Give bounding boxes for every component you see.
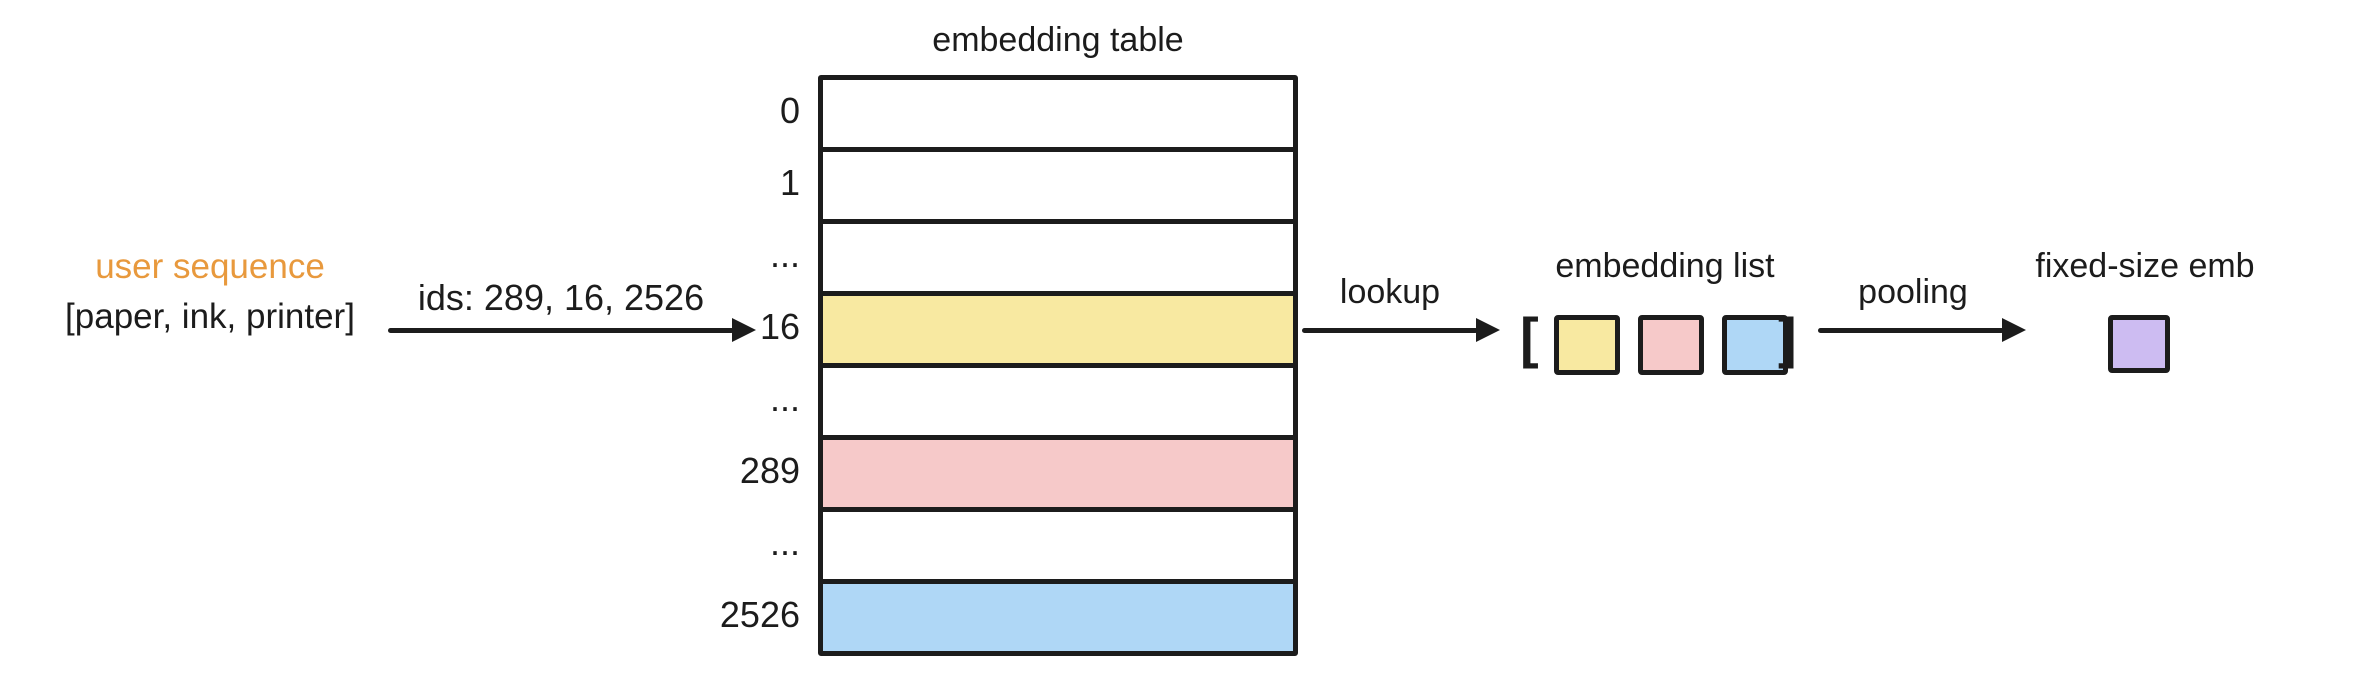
embedding-table-row-labels: 0 1... 16... 289... 2526: [580, 75, 800, 651]
row-label-16: 16: [759, 306, 800, 347]
row-label-289: 289: [739, 450, 800, 491]
embedding-table-row-1: [823, 152, 1293, 224]
lookup-arrowhead-icon: [1476, 318, 1500, 342]
ids-arrow-line: [388, 328, 734, 333]
row-label-1: 1: [779, 162, 800, 203]
user-sequence-items: [paper, ink, printer]: [65, 297, 355, 336]
embedding-box-289: [1638, 315, 1704, 375]
row-label-...: ...: [769, 522, 800, 563]
embedding-table-row-...: [823, 224, 1293, 296]
embedding-list-boxes: [1554, 315, 1788, 375]
row-label-...: ...: [769, 234, 800, 275]
embedding-table-row-...: [823, 512, 1293, 584]
lookup-arrow-line: [1302, 328, 1478, 333]
lookup-arrow-label: lookup: [1339, 273, 1441, 311]
embedding-table: [818, 75, 1298, 656]
pooling-arrow-line: [1818, 328, 2004, 333]
embedding-box-2526: [1722, 315, 1788, 375]
embedding-list-close-bracket: ]: [1778, 306, 1797, 369]
embedding-box-16: [1554, 315, 1620, 375]
row-label-0: 0: [779, 90, 800, 131]
embedding-table-row-...: [823, 368, 1293, 440]
pooling-arrowhead-icon: [2002, 318, 2026, 342]
row-label-...: ...: [769, 378, 800, 419]
fixed-size-emb-box: [2108, 315, 2170, 373]
ids-arrow-label: ids: 289, 16, 2526: [417, 277, 705, 318]
embedding-table-row-0: [823, 80, 1293, 152]
row-label-2526: 2526: [719, 594, 800, 635]
embedding-table-row-2526: [823, 584, 1293, 651]
user-sequence-title: user sequence: [95, 247, 325, 286]
ids-arrowhead-icon: [732, 318, 756, 342]
embedding-list-title: embedding list: [1555, 247, 1775, 285]
fixed-size-emb-title: fixed-size emb: [2035, 247, 2255, 285]
pooling-arrow-label: pooling: [1858, 273, 1968, 311]
embedding-table-row-16: [823, 296, 1293, 368]
embedding-table-row-289: [823, 440, 1293, 512]
embedding-table-title: embedding table: [932, 21, 1184, 59]
embedding-list-open-bracket: [: [1520, 306, 1539, 369]
